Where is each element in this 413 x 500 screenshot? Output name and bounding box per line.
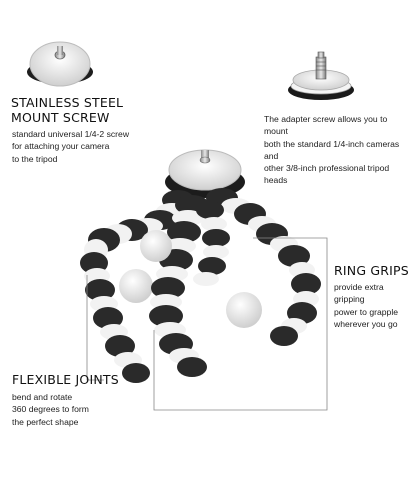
screw-description: standard universal 1/4-2 screw for attac… — [12, 128, 129, 165]
screw-heading-line1: STAINLESS STEEL — [11, 95, 124, 110]
mount-screw-plate-icon — [27, 41, 93, 87]
adapter-desc-line: other 3/8-inch professional tripod heads — [264, 163, 390, 186]
adapter-desc-line: The adapter screw allows you to mount — [264, 114, 388, 137]
ring-grips-desc-line: wherever you go — [334, 318, 398, 329]
flexible-joints-callout — [86, 275, 104, 381]
flexible-joints-desc-line: 360 degrees to form — [12, 404, 89, 415]
screw-heading-line2: MOUNT SCREW — [11, 110, 110, 125]
ring-grips-callout — [153, 237, 328, 411]
flexible-joints-desc-line: the perfect shape — [12, 416, 79, 427]
adapter-description: The adapter screw allows you to mount bo… — [264, 113, 413, 187]
ring-grips-description: provide extra gripping power to grapple … — [334, 281, 413, 330]
screw-desc-line: for attaching your camera — [12, 141, 110, 152]
flexible-joints-desc-line: bend and rotate — [12, 392, 73, 402]
flexible-tripod-icon — [80, 149, 321, 383]
callout-lines — [86, 237, 328, 411]
ring-grips-heading: RING GRIPS — [334, 263, 409, 278]
adapter-desc-line: both the standard 1/4-inch cameras and — [264, 138, 400, 161]
screw-desc-line: standard universal 1/4-2 screw — [12, 129, 130, 139]
flexible-joints-description: bend and rotate 360 degrees to form the … — [12, 391, 89, 428]
screw-heading: STAINLESS STEEL MOUNT SCREW — [11, 95, 123, 125]
ring-grips-desc-line: provide extra gripping — [334, 282, 384, 305]
ring-grips-desc-line: power to grapple — [334, 306, 399, 317]
flexible-joints-heading: FLEXIBLE JOINTS — [12, 372, 119, 387]
adapter-screw-icon — [288, 51, 354, 100]
screw-desc-line: to the tripod — [12, 153, 58, 164]
